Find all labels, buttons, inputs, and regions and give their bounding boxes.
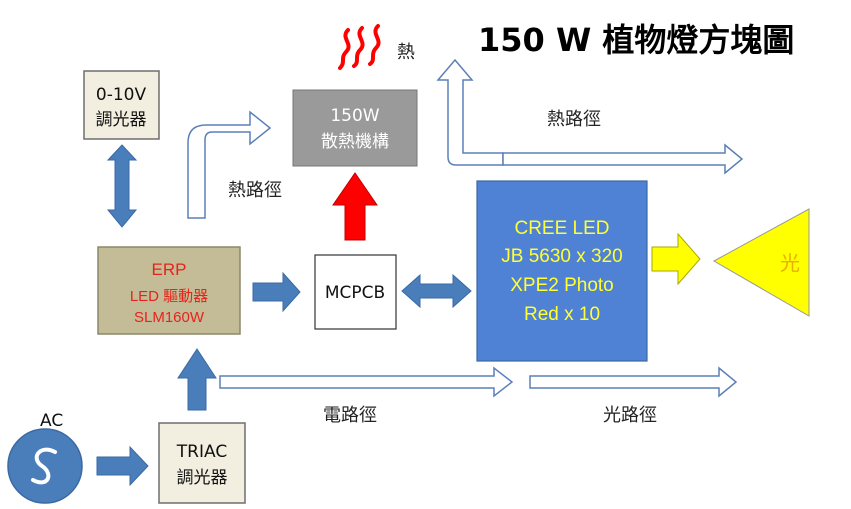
heat-path-arrow-right-up bbox=[436, 58, 504, 166]
dimmer-0-10v-box bbox=[83, 70, 160, 140]
erp-mcpcb-arrow bbox=[252, 271, 301, 313]
heatsink-line2: 散熱機構 bbox=[321, 132, 389, 152]
electric-path-label: 電路徑 bbox=[323, 405, 377, 426]
erp-line1: ERP bbox=[152, 260, 187, 279]
mcpcb-box bbox=[314, 254, 397, 330]
triac-line1: TRIAC bbox=[176, 442, 227, 462]
electric-path-arrow bbox=[219, 366, 514, 398]
light-path-label: 光路徑 bbox=[603, 405, 657, 426]
ac-label: AC bbox=[40, 411, 63, 431]
heat-up-arrow bbox=[332, 172, 378, 241]
heat-path-arrow-right bbox=[502, 143, 744, 175]
cree-line4: Red x 10 bbox=[524, 304, 600, 325]
diagram-title: 150 W 植物燈方塊圖 bbox=[478, 21, 794, 59]
cree-line3: XPE2 Photo bbox=[510, 275, 614, 296]
cree-line1: CREE LED bbox=[514, 218, 609, 239]
dimmer-0-10v-line1: 0-10V bbox=[96, 85, 147, 105]
heatsink-box bbox=[292, 89, 418, 167]
heat-waves-icon bbox=[338, 24, 381, 70]
mcpcb-cree-double-arrow bbox=[401, 273, 472, 309]
heat-path-label-right: 熱路徑 bbox=[547, 109, 601, 130]
cree-line2: JB 5630 x 320 bbox=[501, 246, 622, 267]
triac-line2: 調光器 bbox=[177, 468, 228, 488]
cree-led-box bbox=[476, 180, 648, 362]
dimmer-0-10v-line2: 調光器 bbox=[96, 110, 147, 130]
triac-dimmer-box bbox=[158, 422, 246, 504]
mcpcb-label: MCPCB bbox=[325, 283, 385, 303]
heat-path-arrow-left bbox=[187, 110, 272, 219]
ac-triac-arrow bbox=[96, 445, 149, 487]
dimmer-erp-double-arrow bbox=[106, 144, 138, 228]
light-triangle bbox=[712, 208, 810, 317]
ac-wave-icon bbox=[31, 447, 57, 485]
heat-path-label-left: 熱路徑 bbox=[228, 180, 282, 201]
erp-line2: LED 驅動器 bbox=[130, 288, 208, 305]
heat-label: 熱 bbox=[397, 42, 415, 63]
light-path-arrow bbox=[529, 366, 738, 398]
heatsink-line1: 150W bbox=[330, 106, 379, 126]
erp-driver-box bbox=[97, 246, 241, 335]
light-label: 光 bbox=[780, 251, 800, 275]
triac-erp-arrow bbox=[177, 348, 217, 411]
light-output-arrow bbox=[651, 232, 701, 286]
erp-line3: SLM160W bbox=[134, 309, 205, 326]
